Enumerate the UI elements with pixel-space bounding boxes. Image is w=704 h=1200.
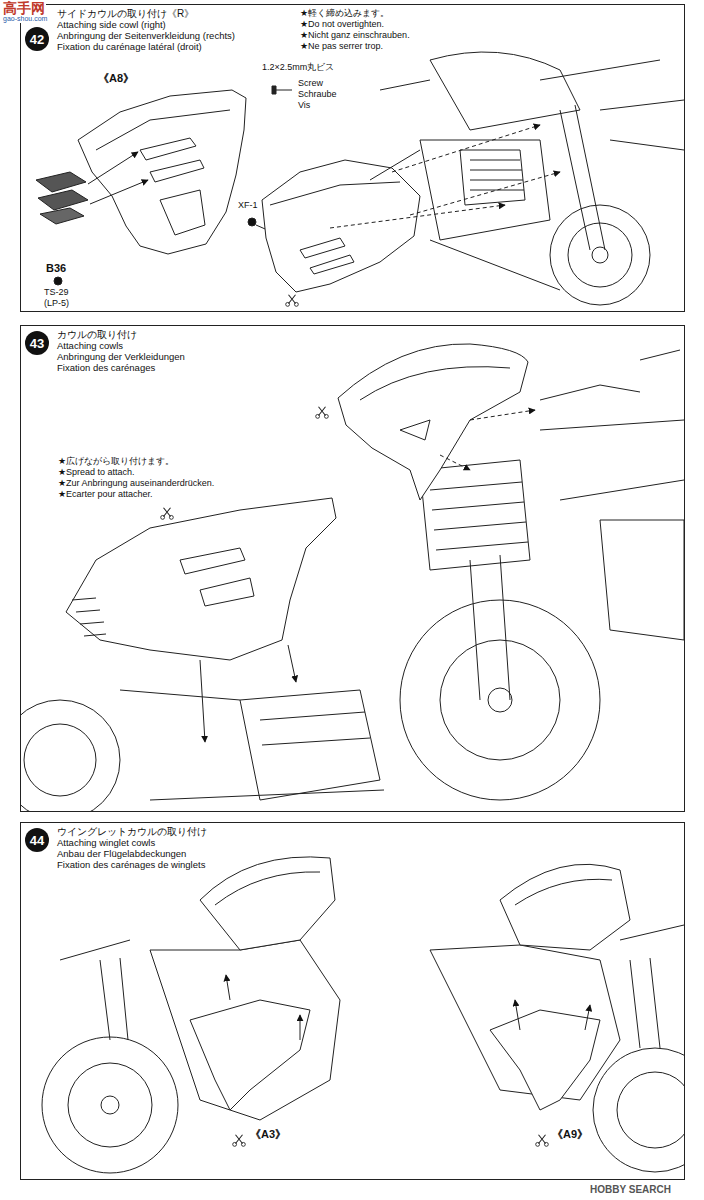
step-title-line: ウイングレットカウルの取り付け	[57, 826, 207, 837]
note-text: ★広げながら取り付けます。	[58, 456, 174, 466]
step-panel: カウルの取り付けAttaching cowlsAnbringung der Ve…	[20, 325, 685, 812]
step-title-line: Attaching cowls	[57, 340, 185, 351]
step-title: カウルの取り付けAttaching cowlsAnbringung der Ve…	[57, 329, 185, 373]
step-number: 43	[25, 331, 49, 355]
step-title-line: カウルの取り付け	[57, 329, 185, 340]
step-number: 42	[25, 27, 49, 51]
screw-label: 1.2×2.5mm丸ビス	[262, 62, 334, 72]
step-number: 44	[25, 828, 49, 852]
screw-label: Vis	[298, 100, 310, 110]
watermark: gao-shou.com	[2, 15, 48, 23]
step44-art	[42, 857, 684, 1173]
step-number-text: 43	[30, 337, 44, 350]
paint-code: XF-1	[238, 200, 258, 210]
part-label: B36	[46, 262, 66, 275]
step-title-line: Anbringung der Seitenverkleidung (rechts…	[57, 30, 235, 41]
note-text: ★Ne pas serrer trop.	[300, 41, 383, 51]
note-text: ★Zur Anbringung auseinanderdrücken.	[58, 478, 214, 488]
step-panel: ウイングレットカウルの取り付けAttaching winglet cowlsAn…	[20, 822, 685, 1180]
step-title-line: Attaching side cowl (right)	[57, 19, 235, 30]
step-title-line: Fixation des carénages de winglets	[57, 859, 207, 870]
note-text: ★軽く締め込みます。	[300, 8, 389, 18]
step-title-line: サイドカウルの取り付け《R》	[57, 8, 235, 19]
step-number-text: 42	[30, 33, 44, 46]
note-text: ★Do not overtighten.	[300, 19, 384, 29]
step-title-line: Anbringung der Verkleidungen	[57, 351, 185, 362]
step-title-line: Fixation du carénage latéral (droit)	[57, 41, 235, 52]
step-number-text: 44	[30, 834, 44, 847]
screw-label: Schraube	[298, 89, 337, 99]
note-text: ★Spread to attach.	[58, 467, 135, 477]
step43-art	[21, 344, 684, 811]
step-title-line: Anbau der Flügelabdeckungen	[57, 848, 207, 859]
watermark: 高手网	[2, 0, 46, 16]
step42-art	[36, 52, 684, 305]
step-title: ウイングレットカウルの取り付けAttaching winglet cowlsAn…	[57, 826, 207, 870]
screw-label: Screw	[298, 78, 323, 88]
watermark: HOBBY SEARCH	[590, 1184, 671, 1196]
note-text: ★Nicht ganz einschrauben.	[300, 30, 410, 40]
note-text: ★Ecarter pour attacher.	[58, 489, 153, 499]
step-title-line: Fixation des carénages	[57, 362, 185, 373]
paint-code: TS-29	[44, 287, 69, 297]
part-label: 《A3》	[250, 1128, 286, 1141]
step-title: サイドカウルの取り付け《R》Attaching side cowl (right…	[57, 8, 235, 52]
part-label: 《A8》	[98, 72, 134, 85]
step-title-line: Attaching winglet cowls	[57, 837, 207, 848]
paint-code: (LP-5)	[44, 298, 69, 308]
part-label: 《A9》	[552, 1128, 588, 1141]
